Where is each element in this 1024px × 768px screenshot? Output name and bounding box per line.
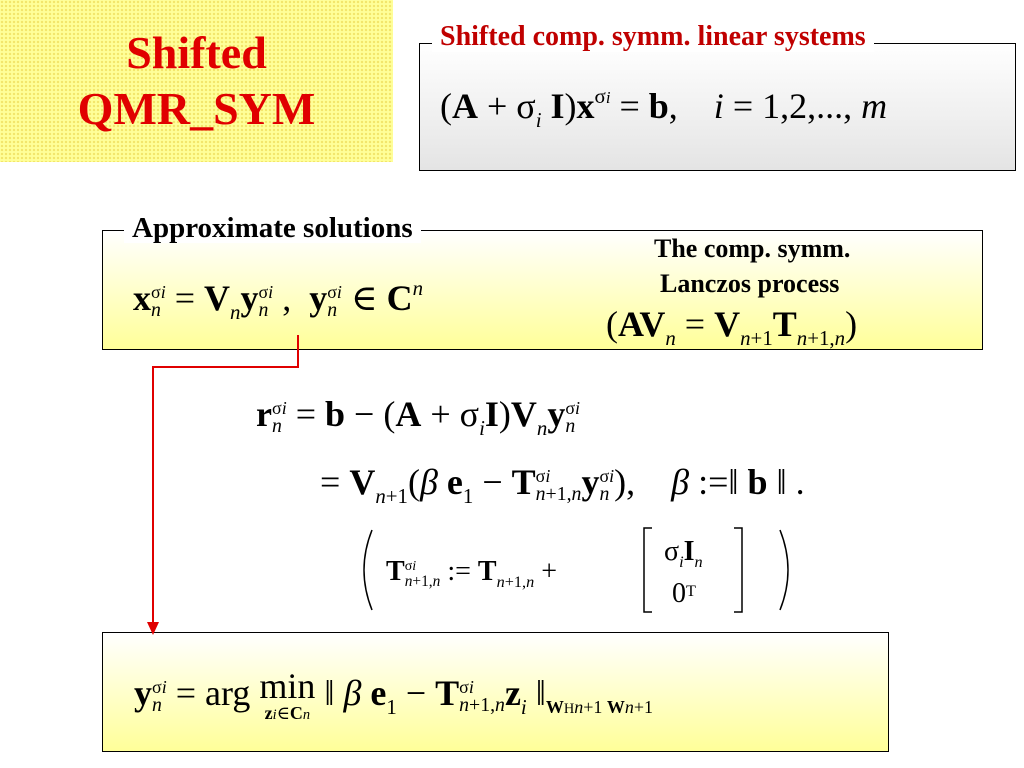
tdef-matrix-bottom: 0T (672, 578, 696, 609)
title-box: Shifted QMR_SYM (0, 0, 393, 162)
systems-panel-label: Shifted comp. symm. linear systems (432, 22, 874, 52)
lanczos-caption-2: Lanczos process (660, 269, 840, 298)
tdef-matrix-top: σiIn (664, 536, 703, 572)
lanczos-caption-1: The comp. symm. (654, 234, 851, 263)
lanczos-equation: (AVn = Vn+1Tn+1,n) (606, 304, 858, 351)
title-line-1: Shifted (126, 27, 267, 78)
approx-panel (102, 230, 983, 350)
approx-panel-label: Approximate solutions (124, 213, 421, 243)
title-line-2: QMR_SYM (77, 83, 316, 134)
minimization-panel (102, 632, 889, 752)
systems-equation: (A + σi I)xσi = b, i = 1,2,..., m (440, 84, 888, 133)
systems-panel (419, 43, 1016, 171)
